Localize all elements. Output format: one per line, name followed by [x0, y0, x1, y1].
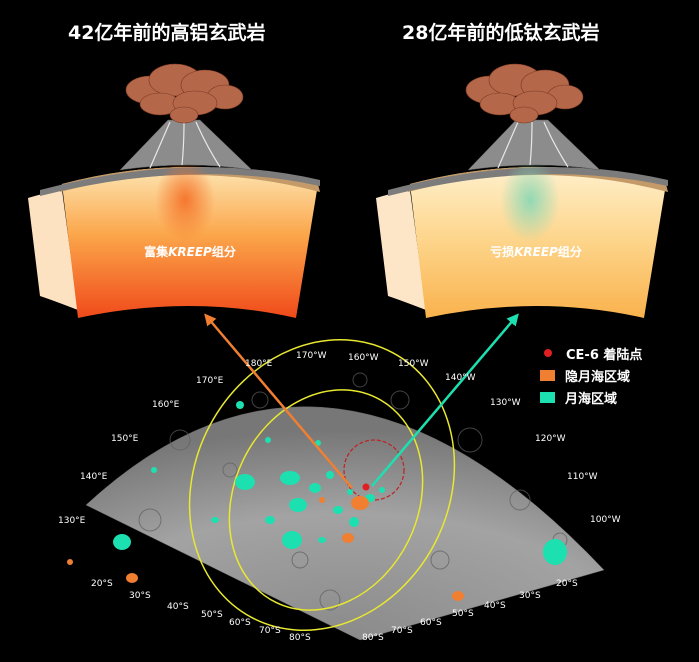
arrow-to-left-panel — [204, 313, 353, 489]
teal-swatch-icon — [540, 391, 555, 403]
lat-label: 80°S — [362, 633, 384, 643]
orange-swatch-icon — [540, 369, 555, 381]
right-kreep-label: 亏损KREEP组分 — [490, 244, 582, 259]
outer-basin-ring — [188, 339, 456, 631]
lat-label: 20°S — [556, 579, 578, 589]
right-surface-layer — [388, 167, 668, 196]
left-kreep-label: 富集KREEP组分 — [144, 244, 236, 259]
lon-label: 160°E — [152, 400, 180, 410]
coordinate-labels: 180°E 170°W 160°W 150°W 140°W 130°W 120°… — [58, 351, 621, 643]
crater-texture — [138, 372, 568, 611]
inner-basin-ring — [228, 389, 424, 611]
lat-label: 40°S — [167, 602, 189, 612]
lat-label: 80°S — [289, 633, 311, 643]
lat-label: 50°S — [201, 610, 223, 620]
lat-label: 60°S — [229, 618, 251, 628]
lon-label: 140°W — [445, 373, 476, 383]
lat-label: 40°S — [484, 601, 506, 611]
right-magma-plume — [500, 158, 560, 242]
lon-label: 130°E — [58, 516, 86, 526]
hidden-mare-patches — [67, 496, 464, 601]
legend: CE-6 着陆点 隐月海区域 月海区域 — [540, 342, 642, 408]
left-volcano — [119, 119, 253, 171]
ce6-landing-dot — [362, 483, 370, 491]
moon-sector-map — [67, 313, 605, 641]
lon-label: 140°E — [80, 472, 108, 482]
right-lava-flows — [497, 121, 569, 169]
legend-label: 月海区域 — [565, 391, 618, 407]
red-dot-icon — [544, 349, 552, 357]
right-mantle-wedge — [410, 167, 666, 318]
lat-label: 60°S — [420, 618, 442, 628]
lon-label: 180°E — [245, 359, 273, 369]
lat-label: 30°S — [129, 591, 151, 601]
lon-label: 170°W — [296, 351, 327, 361]
moon-surface — [85, 406, 605, 641]
legend-label: CE-6 着陆点 — [566, 347, 643, 363]
mare-patches — [113, 401, 567, 565]
legend-item-ce6: CE-6 着陆点 — [540, 342, 642, 364]
left-wedge-side — [28, 190, 78, 310]
left-eruption-cloud — [125, 63, 244, 124]
right-volcano — [467, 119, 601, 171]
lon-label: 110°W — [567, 472, 598, 482]
lon-label: 120°W — [535, 434, 566, 444]
lon-label: 170°E — [196, 376, 224, 386]
left-panel-title: 42亿年前的高铝玄武岩 — [68, 22, 266, 44]
legend-item-hidden-mare: 隐月海区域 — [540, 364, 642, 386]
lat-label: 30°S — [519, 591, 541, 601]
left-magma-plume — [155, 158, 215, 242]
left-surface-layer — [40, 167, 320, 196]
lat-label: 70°S — [259, 626, 281, 636]
lon-label: 150°E — [111, 434, 139, 444]
lat-label: 20°S — [91, 579, 113, 589]
left-lava-flows — [149, 121, 221, 169]
legend-label: 隐月海区域 — [565, 369, 631, 385]
lon-label: 130°W — [490, 398, 521, 408]
right-wedge-side — [376, 190, 426, 310]
left-mantle-wedge — [62, 167, 318, 318]
lon-label: 150°W — [398, 359, 429, 369]
arrow-to-right-panel — [371, 313, 519, 487]
right-panel-title: 28亿年前的低钛玄武岩 — [402, 22, 600, 44]
right-cross-section: 亏损KREEP组分 — [376, 63, 668, 318]
ce6-landing-circle — [343, 439, 405, 501]
right-eruption-cloud — [465, 63, 584, 124]
legend-item-mare: 月海区域 — [540, 386, 642, 408]
lon-label: 100°W — [590, 515, 621, 525]
lat-label: 50°S — [452, 609, 474, 619]
lat-label: 70°S — [391, 626, 413, 636]
left-cross-section: 富集KREEP组分 — [28, 63, 320, 318]
lon-label: 160°W — [348, 353, 379, 363]
